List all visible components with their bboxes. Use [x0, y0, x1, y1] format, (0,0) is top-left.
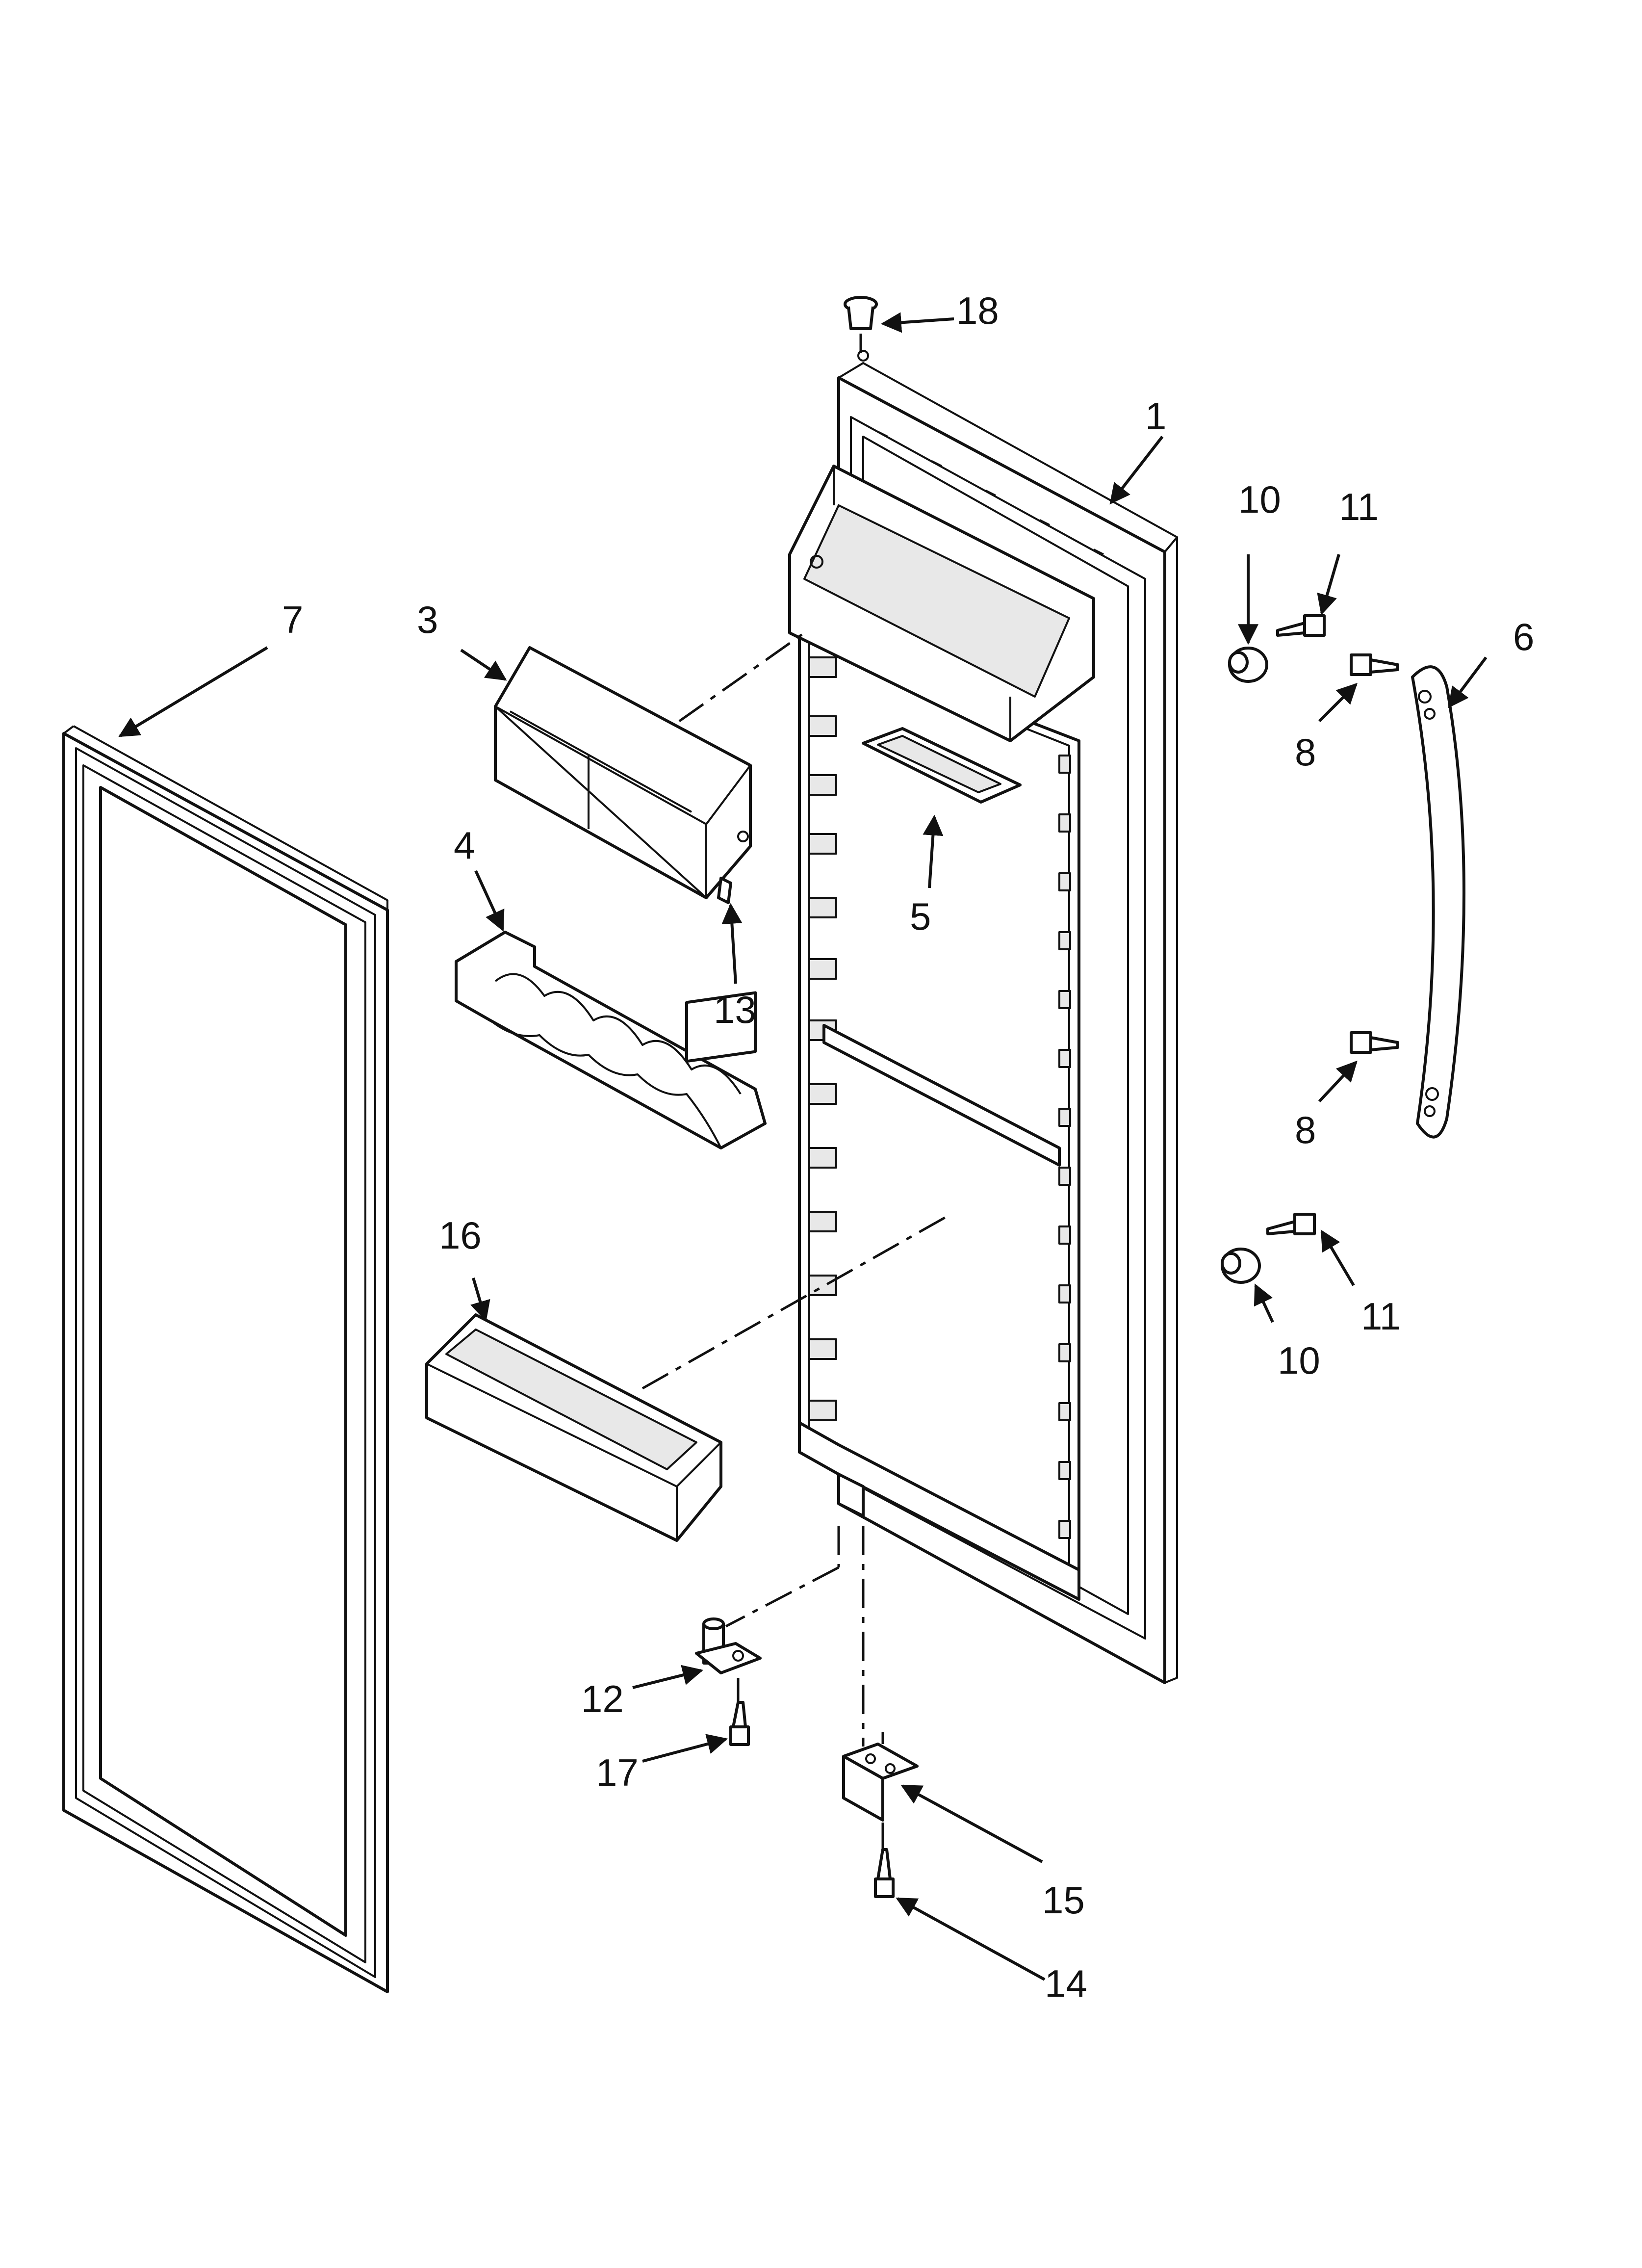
door-bin — [425, 1313, 722, 1542]
top-edge-marks — [877, 431, 1104, 555]
callout-12: 12 — [581, 1677, 624, 1721]
callout-10-top: 10 — [1238, 478, 1281, 521]
assembly-lines — [641, 631, 948, 1850]
hinge-plug — [844, 296, 878, 362]
leader-arrows — [118, 312, 1488, 1981]
callout-11-bottom: 11 — [1361, 1295, 1401, 1338]
left-shelf-slots — [808, 656, 837, 1421]
spacer-bottom — [1221, 1248, 1261, 1284]
bracket-screw — [874, 1848, 895, 1898]
handle-screw-bottom — [1350, 1031, 1399, 1054]
callout-15: 15 — [1042, 1878, 1085, 1922]
callout-18: 18 — [956, 289, 999, 332]
callout-10-bottom: 10 — [1278, 1339, 1320, 1382]
callout-5: 5 — [910, 895, 931, 938]
callout-7: 7 — [282, 598, 303, 641]
handle-screw-top — [1350, 653, 1399, 676]
right-shelf-slots — [1058, 755, 1071, 1539]
callout-13: 13 — [714, 988, 756, 1031]
callout-16: 16 — [439, 1214, 482, 1257]
spacer-top — [1228, 647, 1268, 683]
screw-top — [1276, 614, 1326, 637]
hinge-pin — [695, 1617, 762, 1674]
egg-tray — [455, 931, 767, 1149]
door-handle — [1411, 665, 1465, 1139]
callout-11-top: 11 — [1339, 485, 1379, 528]
door-liner — [788, 362, 1178, 1684]
callout-17: 17 — [596, 1751, 639, 1794]
callout-14: 14 — [1045, 1962, 1087, 2005]
callout-8-top: 8 — [1295, 730, 1316, 774]
callout-1: 1 — [1145, 394, 1166, 438]
bottom-hinge-bracket — [842, 1743, 919, 1822]
screw-bottom — [1266, 1213, 1316, 1235]
callout-8-bottom: 8 — [1295, 1108, 1316, 1151]
butter-tray — [862, 727, 1022, 804]
hinge-screw — [729, 1701, 750, 1746]
door-gasket — [62, 725, 389, 1993]
callout-3: 3 — [417, 598, 438, 641]
dairy-door — [494, 646, 752, 904]
callout-labels: 18 1 3 4 5 6 7 8 8 10 10 11 11 12 13 14 … — [282, 289, 1534, 2005]
callout-6: 6 — [1513, 615, 1534, 658]
callout-4: 4 — [454, 824, 475, 867]
